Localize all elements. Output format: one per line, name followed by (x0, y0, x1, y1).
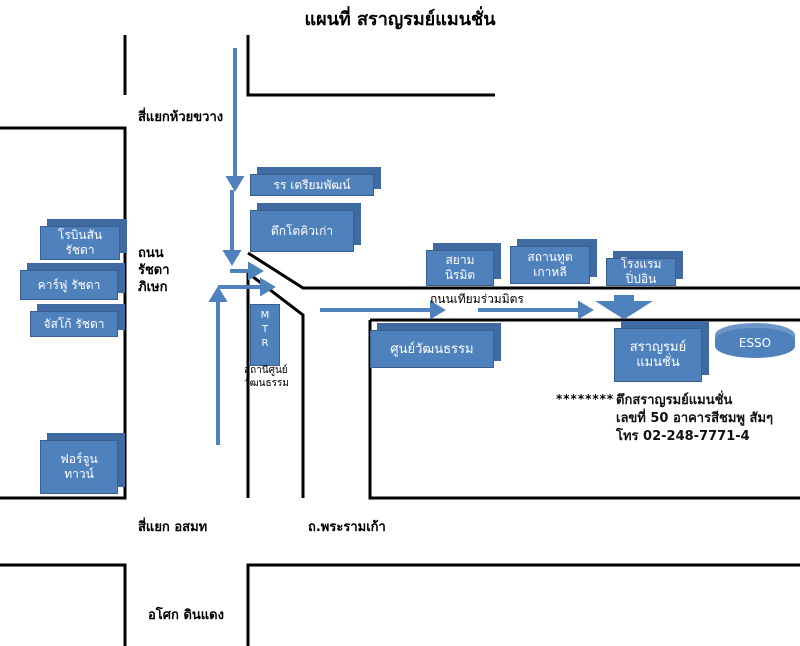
map-title: แผนที่ สราญรมย์แมนชั่น (304, 9, 496, 30)
arrow-head-east-1 (430, 300, 446, 320)
jusco-label: จัสโก้ รัชดา (43, 316, 105, 331)
label-tiam-ruam-mit: ถนนเทียมร่วมมิตร (430, 292, 524, 306)
building-triam-school: รร เตรียมพัฒน์ (250, 174, 374, 196)
mrt-letter-r: R (261, 338, 269, 349)
building-siam-niramit: สยามนิรมิต (426, 250, 494, 286)
address-info: ตึกสราญรมย์แมนชั่น เลขที่ 50 อาคารสีชมพู… (616, 392, 773, 446)
culture-center-label: ศูนย์วัฒนธรรม (390, 341, 474, 357)
hotel-line-1: โรงแรม (620, 257, 662, 271)
fortune-line-1: ฟอร์จูน (60, 452, 98, 466)
label-asok-din-daeng: อโศก ดินแดง (148, 608, 224, 623)
ratchada-line-2: รัชดา (138, 263, 170, 278)
fortune-line-2: ทาวน์ (64, 467, 94, 481)
info-stars: ******** (556, 392, 615, 406)
building-jusco: จัสโก้ รัชดา (30, 311, 118, 337)
building-fortune-town: ฟอร์จูนทาวน์ (40, 440, 118, 494)
building-saranrom-mansion: สราญรมย์แมนชั่น (614, 328, 702, 382)
road-left-block (0, 126, 127, 500)
saranrom-line-2: แมนชั่น (636, 355, 680, 370)
building-carrefour: คาร์ฟู รัชดา (20, 270, 118, 300)
label-rama9-old: ถ.พระรามเก้า (308, 520, 386, 535)
building-hotel: โรงแรมปิ่ปอิน (606, 257, 676, 286)
korea-embassy-line-2: เกาหลี (533, 265, 567, 279)
robinson-line-2: รัชดา (65, 243, 95, 257)
arrow-head-turn (248, 261, 264, 281)
info-line-2: เลขที่ 50 อาคารสีชมพู สัมๆ (616, 411, 774, 426)
ratchada-line-1: ถนน (138, 246, 164, 261)
arrow-head-east-2 (578, 300, 594, 320)
road-tiam-upper (247, 251, 800, 290)
road-lines (0, 35, 800, 646)
label-asok-junction: สี่แยก อสมท (138, 520, 208, 535)
road-bottom-left (0, 563, 127, 646)
triam-school-label: รร เตรียมพัฒน์ (273, 177, 351, 192)
arrow-head-up-turn (260, 277, 276, 297)
korea-embassy-line-1: สถานทูต (527, 250, 573, 264)
mrt-pillar: M T R (250, 304, 280, 366)
siam-niramit-line-2: นิรมิต (444, 268, 476, 282)
esso-station: ESSO (715, 328, 795, 358)
mrt-letter-m: M (260, 310, 270, 321)
mrt-letter-t: T (261, 324, 269, 335)
mrt-station-line-2: วัฒนธรรม (244, 378, 289, 389)
arrow-head-top (225, 176, 245, 192)
mrt-station-line-1: สถานีศูนย์ (244, 365, 288, 376)
info-line-1: ตึกสราญรมย์แมนชั่น (616, 393, 733, 408)
road-right-block (368, 318, 800, 500)
label-ratchadaphisek: ถนน รัชดา ภิเษก (138, 245, 170, 296)
hotel-line-2: ปิ่ปอิน (625, 272, 657, 286)
robinson-line-1: โรบินสัน (57, 228, 103, 242)
road-bottom-right (246, 563, 800, 646)
arrow-head-down (222, 250, 242, 266)
building-culture-center: ศูนย์วัฒนธรรม (370, 330, 494, 368)
info-line-3: โทร 02-248-7771-4 (616, 429, 750, 444)
label-huai-khwang: สี่แยกห้วยขวาง (138, 110, 224, 125)
carrefour-label: คาร์ฟู รัชดา (37, 277, 101, 292)
building-korea-embassy: สถานทูตเกาหลี (510, 246, 590, 284)
tuk-toto-label: ตึกโตคิวเก่า (270, 223, 334, 238)
arrow-head-up (208, 286, 228, 302)
arrow-down-saranrom (595, 295, 653, 320)
building-tuk-toto: ตึกโตคิวเก่า (250, 210, 354, 252)
siam-niramit-line-1: สยาม (445, 253, 475, 267)
direction-arrows (208, 48, 653, 445)
label-mrt-station: สถานีศูนย์ วัฒนธรรม (244, 364, 289, 390)
ratchada-line-3: ภิเษก (138, 280, 168, 295)
road-top-right (246, 35, 495, 97)
saranrom-line-1: สราญรมย์ (629, 340, 687, 355)
building-robinson: โรบินสันรัชดา (40, 226, 120, 260)
